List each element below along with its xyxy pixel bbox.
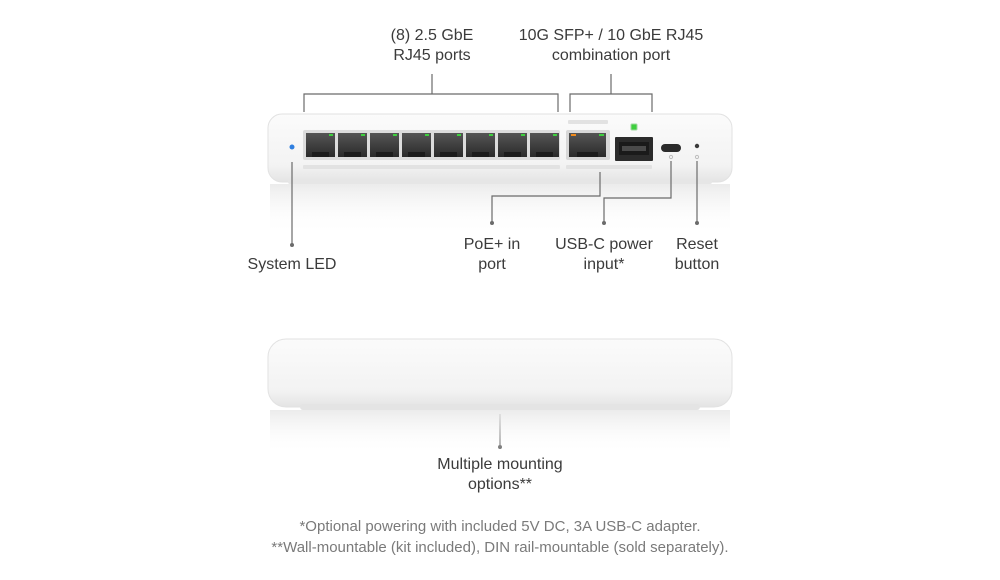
usbc-label: USB-C power input* [544, 235, 664, 275]
front-base-strip [288, 179, 712, 184]
usbc-label-line2: input* [583, 256, 625, 273]
sfp-status-led [630, 123, 638, 131]
mount-label-line2: options** [467, 476, 533, 493]
usb-c-indicator [668, 154, 674, 160]
usbc-dot [602, 221, 606, 225]
switch-rear-view [267, 338, 733, 454]
switch-front-view [267, 113, 733, 234]
rj45-port-bank [303, 130, 560, 160]
footnote-mounting: **Wall-mountable (kit included), DIN rai… [271, 539, 729, 556]
footnote-powering: *Optional powering with included 5V DC, … [299, 518, 701, 535]
sfp-plus-port[interactable] [615, 137, 653, 161]
reset-label-line2: button [674, 256, 720, 273]
poe-in-label: PoE+ in port [442, 235, 542, 275]
poe-leader [491, 172, 601, 222]
ports-label-line2: RJ45 ports [393, 47, 471, 64]
usbc-label-line1: USB-C power [555, 236, 653, 253]
front-reflection [270, 184, 730, 234]
reset-dot [695, 221, 699, 225]
ports-label: (8) 2.5 GbE RJ45 ports [352, 26, 512, 66]
rj45-port-5[interactable] [434, 133, 463, 157]
reset-label: Reset button [657, 235, 737, 275]
rj45-port-3[interactable] [370, 133, 399, 157]
poe-label-line1: PoE+ in [463, 236, 521, 253]
mounting-label: Multiple mounting options** [410, 455, 590, 495]
rj45-port-8[interactable] [530, 133, 559, 157]
combo-bracket [569, 93, 653, 112]
combo-bottom-strip [566, 165, 652, 169]
poe-label-line2: port [478, 256, 506, 273]
rj45-port-1[interactable] [306, 133, 335, 157]
system-led [289, 144, 295, 150]
rj45-port-7[interactable] [498, 133, 527, 157]
ports-label-line1: (8) 2.5 GbE [390, 27, 474, 44]
usb-c-port[interactable] [661, 144, 681, 152]
poe-dot [490, 221, 494, 225]
rear-body [267, 338, 733, 408]
ports-bracket [303, 93, 559, 112]
reset-indicator [694, 154, 700, 160]
rj45-port-2[interactable] [338, 133, 367, 157]
rear-base-strip [300, 404, 700, 410]
mount-label-line1: Multiple mounting [437, 456, 563, 473]
combo-label-strip [568, 120, 608, 124]
rj45-port-4[interactable] [402, 133, 431, 157]
reset-label-line1: Reset [676, 236, 718, 253]
reset-button[interactable] [694, 143, 700, 149]
combo-port-label: 10G SFP+ / 10 GbE RJ45 combination port [496, 26, 726, 66]
rj45-port-6[interactable] [466, 133, 495, 157]
rj45-label-strip [303, 165, 560, 169]
rj45-ports [306, 133, 559, 157]
poe-in-port[interactable] [569, 133, 606, 157]
combo-label-line1: 10G SFP+ / 10 GbE RJ45 [518, 27, 704, 44]
system-led-dot [290, 243, 294, 247]
usbc-leader [603, 161, 672, 222]
rear-reflection [270, 410, 730, 454]
system-led-label: System LED [247, 256, 337, 273]
combo-label-line2: combination port [551, 47, 671, 64]
